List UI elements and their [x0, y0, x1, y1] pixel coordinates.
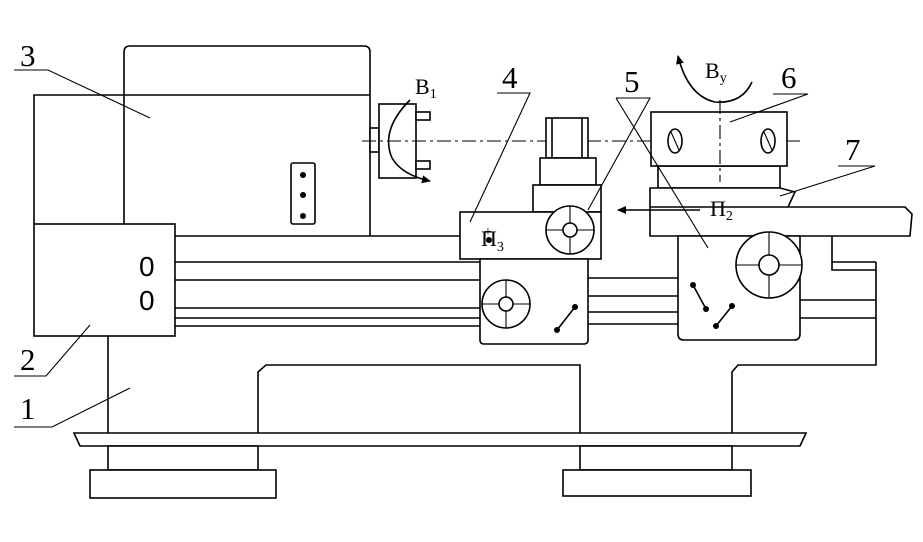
callout-leaders [14, 69, 876, 428]
tool-rotation-arrow [676, 55, 753, 103]
headstock [33, 45, 371, 236]
carriage-feed-label: П3 [481, 226, 504, 255]
callout-4: 4 [502, 60, 518, 95]
apron-2 [677, 231, 803, 341]
callout-7: 7 [845, 132, 861, 167]
tool-rotation-label: Ву [705, 58, 727, 86]
spindle-rotation-arrow [387, 99, 431, 184]
callout-5: 5 [624, 64, 640, 99]
cross-feed-label: П2 [710, 196, 733, 224]
lathe-bed [72, 262, 877, 499]
apron-1 [479, 258, 589, 345]
tool-head [650, 100, 788, 182]
callout-6: 6 [781, 60, 797, 95]
callout-2: 2 [20, 342, 36, 377]
feed-rods [175, 235, 876, 327]
tool-carriage [459, 117, 602, 260]
gearbox-dial-lower: 0 [139, 285, 155, 316]
callout-1: 1 [20, 391, 36, 426]
gearbox: 0 0 [33, 223, 176, 337]
gearbox-dial-upper: 0 [139, 251, 155, 282]
cross-slide [649, 165, 913, 237]
spindle-rotation-label: В1 [415, 74, 437, 102]
carriage-feed-sign: + [484, 225, 492, 240]
callout-3: 3 [20, 38, 36, 73]
